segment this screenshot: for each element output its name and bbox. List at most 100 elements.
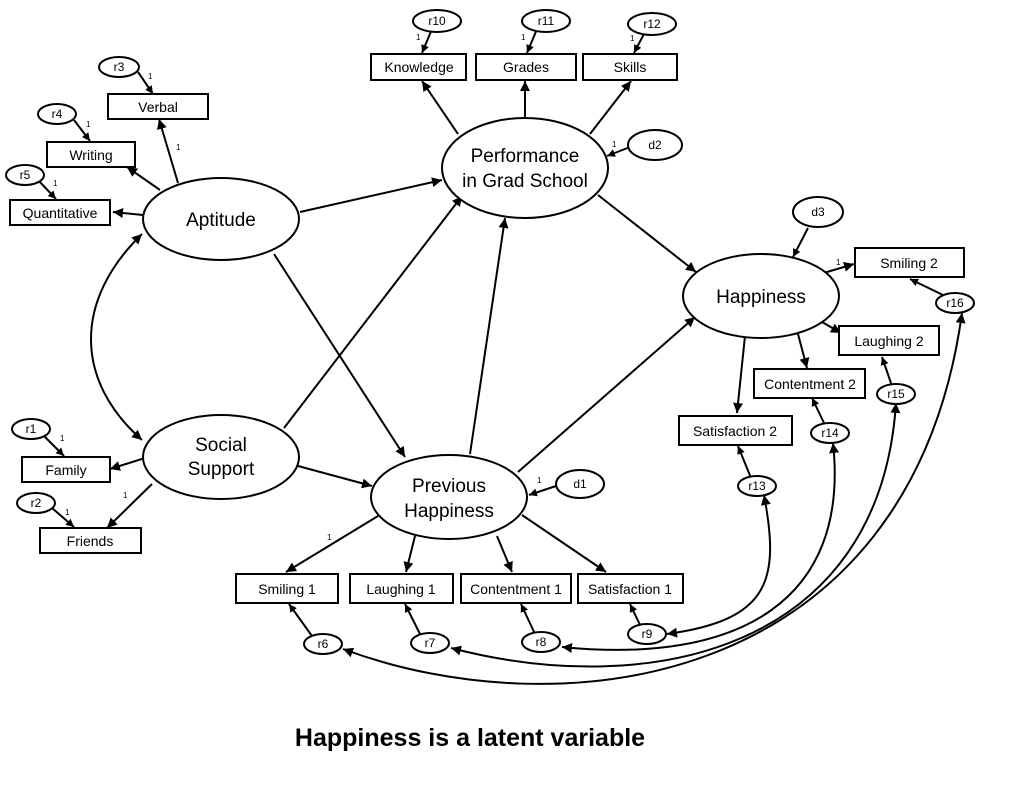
observed-satisfaction1-label: Satisfaction 1 — [588, 581, 672, 597]
fixed-loading-previous-smiling1: 1 — [327, 533, 332, 542]
observed-grades-label: Grades — [503, 59, 549, 75]
path-d1-to-previous — [528, 485, 557, 497]
path-r16-smiling2 — [909, 278, 946, 297]
path-social-to-previous-happiness — [297, 465, 373, 489]
residual-r1: r1 — [11, 418, 51, 440]
latent-performance: Performance in Grad School — [441, 117, 609, 219]
latent-aptitude-label: Aptitude — [186, 210, 256, 231]
path-r4-writing — [73, 119, 91, 142]
path-performance-to-happiness — [597, 194, 697, 273]
observed-contentment2-label: Contentment 2 — [764, 376, 856, 392]
residual-r13: r13 — [737, 475, 777, 497]
fixed-loading-r3: 1 — [148, 72, 153, 81]
path-r9-satisfaction1 — [629, 603, 642, 628]
covariance-r8-r14 — [561, 442, 840, 653]
path-previous-to-smiling1 — [285, 515, 379, 573]
latent-social-label-line2: Support — [188, 459, 255, 480]
latent-previous-happiness: Previous Happiness — [370, 454, 528, 540]
path-r14-contentment2 — [811, 397, 826, 426]
residual-r14: r14 — [810, 422, 850, 444]
latent-performance-label-line1: Performance — [471, 146, 580, 167]
path-happiness-to-satisfaction2 — [733, 335, 746, 414]
path-d3-to-happiness — [792, 227, 809, 258]
disturbance-d1: d1 — [555, 469, 605, 499]
residual-r16: r16 — [935, 292, 975, 314]
observed-satisfaction2-label: Satisfaction 2 — [693, 423, 777, 439]
residual-r6: r6 — [303, 633, 343, 655]
path-performance-to-skills — [589, 80, 632, 135]
residual-r2: r2 — [16, 492, 56, 514]
residual-r15: r15 — [876, 383, 916, 405]
path-r12-skills — [633, 31, 646, 54]
path-social-to-friends — [106, 483, 153, 529]
path-r6-smiling1 — [288, 603, 313, 637]
residual-r10: r10 — [412, 9, 462, 33]
path-previous-to-laughing1 — [403, 535, 416, 573]
residual-r3-label: r3 — [114, 60, 125, 74]
observed-family-label: Family — [45, 462, 86, 478]
residual-r16-label: r16 — [946, 296, 964, 310]
observed-satisfaction2: Satisfaction 2 — [678, 415, 793, 446]
residual-r14-label: r14 — [821, 426, 839, 440]
latent-previous-label-line1: Previous — [412, 476, 486, 497]
path-happiness-to-contentment2 — [797, 333, 810, 369]
path-r8-contentment1 — [520, 603, 536, 635]
path-previous-to-contentment1 — [496, 535, 513, 573]
path-r2-friends — [51, 507, 75, 528]
residual-r13-label: r13 — [748, 479, 766, 493]
fixed-loading-r12: 1 — [630, 34, 635, 43]
residual-r11: r11 — [521, 9, 571, 33]
path-d2-to-performance — [606, 146, 631, 157]
residual-r4-label: r4 — [52, 107, 63, 121]
observed-writing: Writing — [46, 141, 136, 168]
fixed-loading-social-friends: 1 — [123, 491, 128, 500]
latent-happiness: Happiness — [682, 253, 840, 339]
observed-skills: Skills — [582, 53, 678, 81]
residual-r8: r8 — [521, 631, 561, 653]
observed-smiling2: Smiling 2 — [854, 247, 965, 278]
disturbance-d2: d2 — [627, 129, 683, 161]
path-aptitude-to-quantitative — [112, 208, 144, 218]
residual-r12-label: r12 — [643, 17, 661, 31]
latent-performance-label-line2: in Grad School — [462, 171, 588, 192]
path-aptitude-to-performance — [299, 177, 443, 213]
residual-r5: r5 — [5, 164, 45, 186]
path-r15-laughing2 — [880, 356, 893, 387]
observed-contentment1: Contentment 1 — [460, 573, 572, 604]
fixed-loading-aptitude-verbal: 1 — [176, 143, 181, 152]
path-aptitude-to-verbal — [157, 118, 179, 184]
residual-r12: r12 — [627, 12, 677, 36]
residual-r7-label: r7 — [425, 636, 436, 650]
figure-caption: Happiness is a latent variable — [294, 724, 646, 752]
disturbance-d3-label: d3 — [811, 205, 825, 219]
path-r3-verbal — [137, 71, 154, 95]
path-social-to-family — [109, 457, 146, 471]
path-r10-knowledge — [421, 28, 433, 54]
residual-r6-label: r6 — [318, 637, 329, 651]
fixed-loading-d1: 1 — [537, 476, 542, 485]
fixed-loading-r2: 1 — [65, 508, 70, 517]
observed-friends-label: Friends — [67, 533, 114, 549]
observed-knowledge-label: Knowledge — [384, 59, 453, 75]
observed-skills-label: Skills — [614, 59, 647, 75]
residual-r1-label: r1 — [26, 422, 37, 436]
disturbance-d1-label: d1 — [573, 477, 587, 491]
latent-aptitude: Aptitude — [142, 177, 300, 261]
residual-r5-label: r5 — [20, 168, 31, 182]
fixed-loading-r4: 1 — [86, 120, 91, 129]
fixed-loading-r5: 1 — [53, 179, 58, 188]
observed-smiling1-label: Smiling 1 — [258, 581, 316, 597]
observed-laughing1: Laughing 1 — [349, 573, 454, 604]
observed-laughing2: Laughing 2 — [838, 325, 940, 356]
residual-r4: r4 — [37, 103, 77, 125]
observed-quantitative-label: Quantitative — [23, 205, 98, 221]
path-r13-satisfaction2 — [737, 445, 752, 479]
path-r5-quantitative — [37, 179, 57, 200]
fixed-loading-r1: 1 — [60, 434, 65, 443]
residual-r8-label: r8 — [536, 635, 547, 649]
residual-r7: r7 — [410, 632, 450, 654]
observed-grades: Grades — [475, 53, 577, 81]
fixed-loading-r11: 1 — [521, 33, 526, 42]
path-previous-to-satisfaction1 — [521, 514, 607, 573]
